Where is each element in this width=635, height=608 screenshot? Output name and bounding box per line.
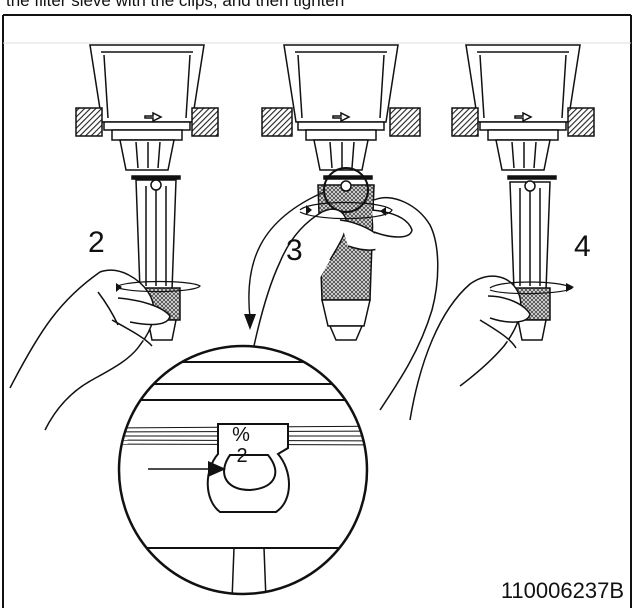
figure-id: 110006237B bbox=[501, 578, 624, 603]
rotation-arrowhead-step-4 bbox=[566, 283, 574, 292]
step-number-2: 2 bbox=[88, 226, 105, 259]
detail-pointer-arrowhead bbox=[208, 461, 226, 477]
detail-magnified-view bbox=[117, 344, 369, 596]
figure-frame bbox=[2, 14, 632, 608]
hand-step-4 bbox=[409, 275, 531, 421]
rotation-arrow-step-2 bbox=[117, 280, 201, 293]
header-caption-text: the filter sieve with the clips, and the… bbox=[6, 0, 345, 10]
detail-callout-leader bbox=[248, 191, 325, 319]
step-number-3: 3 bbox=[286, 234, 303, 267]
detail-marking-bottom: 2 bbox=[236, 445, 247, 467]
hand-step-2 bbox=[9, 269, 171, 431]
rotation-arrowhead-step-3-left bbox=[306, 205, 312, 215]
step-number-4: 4 bbox=[574, 230, 591, 263]
detail-callout-arrowhead bbox=[244, 314, 256, 330]
rotation-arrowhead-step-2 bbox=[116, 283, 122, 292]
rotation-arrowhead-step-3-right bbox=[380, 207, 386, 216]
detail-callout-circle bbox=[323, 167, 369, 213]
rotation-arrow-step-3 bbox=[299, 201, 393, 220]
detail-marking-top: % bbox=[232, 424, 250, 446]
